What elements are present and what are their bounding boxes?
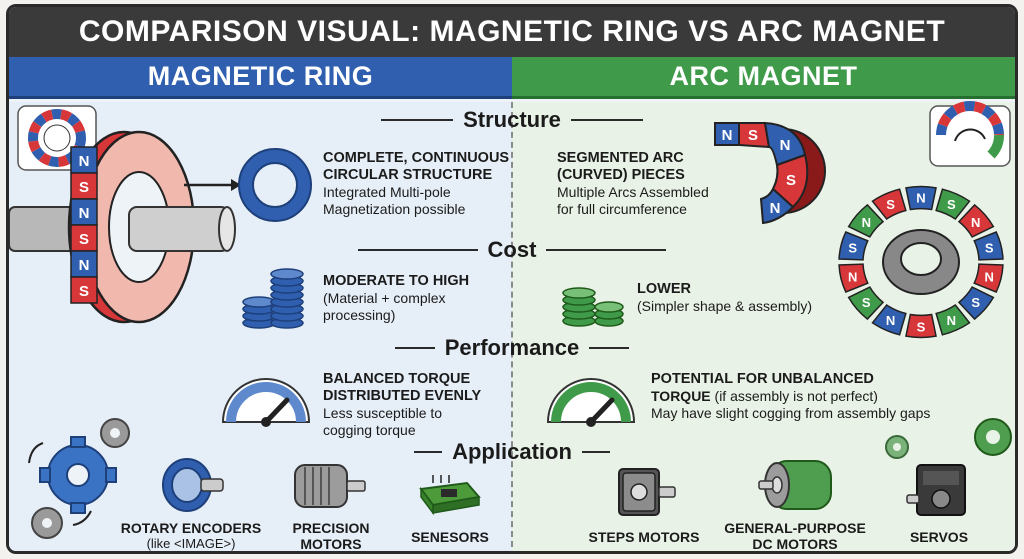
arc-segment (871, 304, 907, 336)
arc-segment (935, 304, 971, 336)
dc-motor-icon (758, 460, 832, 510)
arc-segment-pole-label: N (848, 269, 857, 284)
arc-segment (957, 286, 995, 321)
ring-thumbnail-icon (17, 105, 97, 171)
arc-segment (847, 286, 885, 321)
arc-thumbnail-icon (929, 101, 1011, 167)
app-precision-motors-label: PRECISION MOTORS (292, 520, 370, 552)
section-structure: Structure (9, 107, 1015, 133)
magnetic-ring-illustration: N S N S N S (9, 130, 241, 324)
arc-segment (838, 263, 869, 293)
arc-segment-pole-label: N (916, 191, 925, 206)
ring-pole-label: N (79, 205, 90, 222)
arc-segment (957, 203, 995, 238)
arc-segment (905, 313, 937, 339)
arc-segment-pole-label: N (947, 313, 956, 328)
column-divider (511, 102, 513, 551)
arc-pole-label: N (780, 137, 791, 154)
arc-segment-pole-label: S (886, 197, 895, 212)
sensor-chip-icon (419, 475, 481, 516)
arc-segment (935, 188, 971, 220)
ring-pole-label: N (79, 153, 90, 170)
app-servos-label: SERVOS (909, 529, 969, 545)
ring-cost-text: MODERATE TO HIGH (Material + complex pro… (323, 273, 470, 323)
app-stepper-motors-label: STEPS MOTORS (588, 529, 700, 545)
arc-segment-pole-label: N (971, 215, 980, 230)
arc-segment (838, 231, 869, 261)
arc-pole-label: S (786, 172, 796, 189)
column-header-arc-magnet: ARC MAGNET (512, 57, 1015, 99)
servo-motor-icon (906, 464, 966, 516)
arc-pole-label: N (722, 127, 733, 144)
arc-segment-pole-label: S (848, 241, 857, 256)
arc-segment (847, 203, 885, 238)
arc-segment-illustration: N S N S N (714, 121, 826, 225)
arc-segment (905, 185, 937, 211)
arc-segment (973, 263, 1004, 293)
rotary-encoder-icon (162, 458, 224, 512)
coins-green-icon (562, 287, 624, 327)
section-cost-title: Cost (487, 237, 537, 262)
arc-performance-text: POTENTIAL FOR UNBALANCED TORQUE (if asse… (651, 371, 931, 421)
section-performance-title: Performance (444, 335, 580, 360)
ring-pole-label: S (79, 283, 89, 300)
section-application-title: Application (452, 439, 572, 464)
infographic-frame: COMPARISON VISUAL: MAGNETIC RING VS ARC … (6, 4, 1018, 554)
ring-performance-text: BALANCED TORQUE DISTRIBUTED EVENLY Less … (323, 371, 482, 438)
arc-segment (871, 188, 907, 220)
coins-blue-icon (242, 268, 304, 329)
section-performance: Performance (9, 335, 1015, 361)
page-title: COMPARISON VISUAL: MAGNETIC RING VS ARC … (78, 15, 946, 48)
arc-segment-pole-label: N (862, 215, 871, 230)
arc-segment-pole-label: S (971, 295, 980, 310)
gears-icon (28, 418, 130, 539)
app-dc-motors-label: GENERAL-PURPOSE DC MOTORS (724, 520, 866, 552)
title-bar: COMPARISON VISUAL: MAGNETIC RING VS ARC … (9, 7, 1015, 57)
precision-motor-icon (294, 464, 366, 508)
arc-segment-pole-label: S (862, 295, 871, 310)
column-header-magnetic-ring: MAGNETIC RING (9, 57, 512, 99)
arc-cost-text: LOWER (Simpler shape & assembly) (637, 281, 813, 314)
ring-pole-label: S (79, 231, 89, 248)
arc-segment-pole-label: N (886, 313, 895, 328)
app-sensors-label: SENESORS (411, 529, 489, 545)
gauge-unbalanced-icon (546, 378, 636, 427)
ring-pole-label: N (79, 257, 90, 274)
arc-segment-pole-label: N (985, 269, 994, 284)
section-structure-title: Structure (463, 107, 561, 132)
gauge-balanced-icon (221, 378, 311, 427)
ring-structure-text: COMPLETE, CONTINUOUS CIRCULAR STRUCTURE … (323, 150, 510, 217)
section-cost: Cost (9, 237, 1015, 263)
green-gears-icon (885, 418, 1012, 459)
stepper-motor-icon (618, 468, 676, 516)
arc-segment-pole-label: S (985, 241, 994, 256)
section-application: Application (9, 439, 1015, 465)
arc-segment (973, 231, 1004, 261)
ring-shape-icon (238, 148, 312, 222)
arc-structure-text: SEGMENTED ARC (CURVED) PIECES Multiple A… (557, 150, 709, 217)
app-rotary-encoders-label: ROTARY ENCODERS (like <IMAGE>) (120, 520, 262, 551)
ring-pole-label: S (79, 179, 89, 196)
arc-pole-label: S (748, 127, 758, 144)
arc-segment-pole-label: S (917, 319, 926, 334)
arc-pole-label: N (770, 200, 781, 217)
arc-segment-pole-label: S (947, 197, 956, 212)
